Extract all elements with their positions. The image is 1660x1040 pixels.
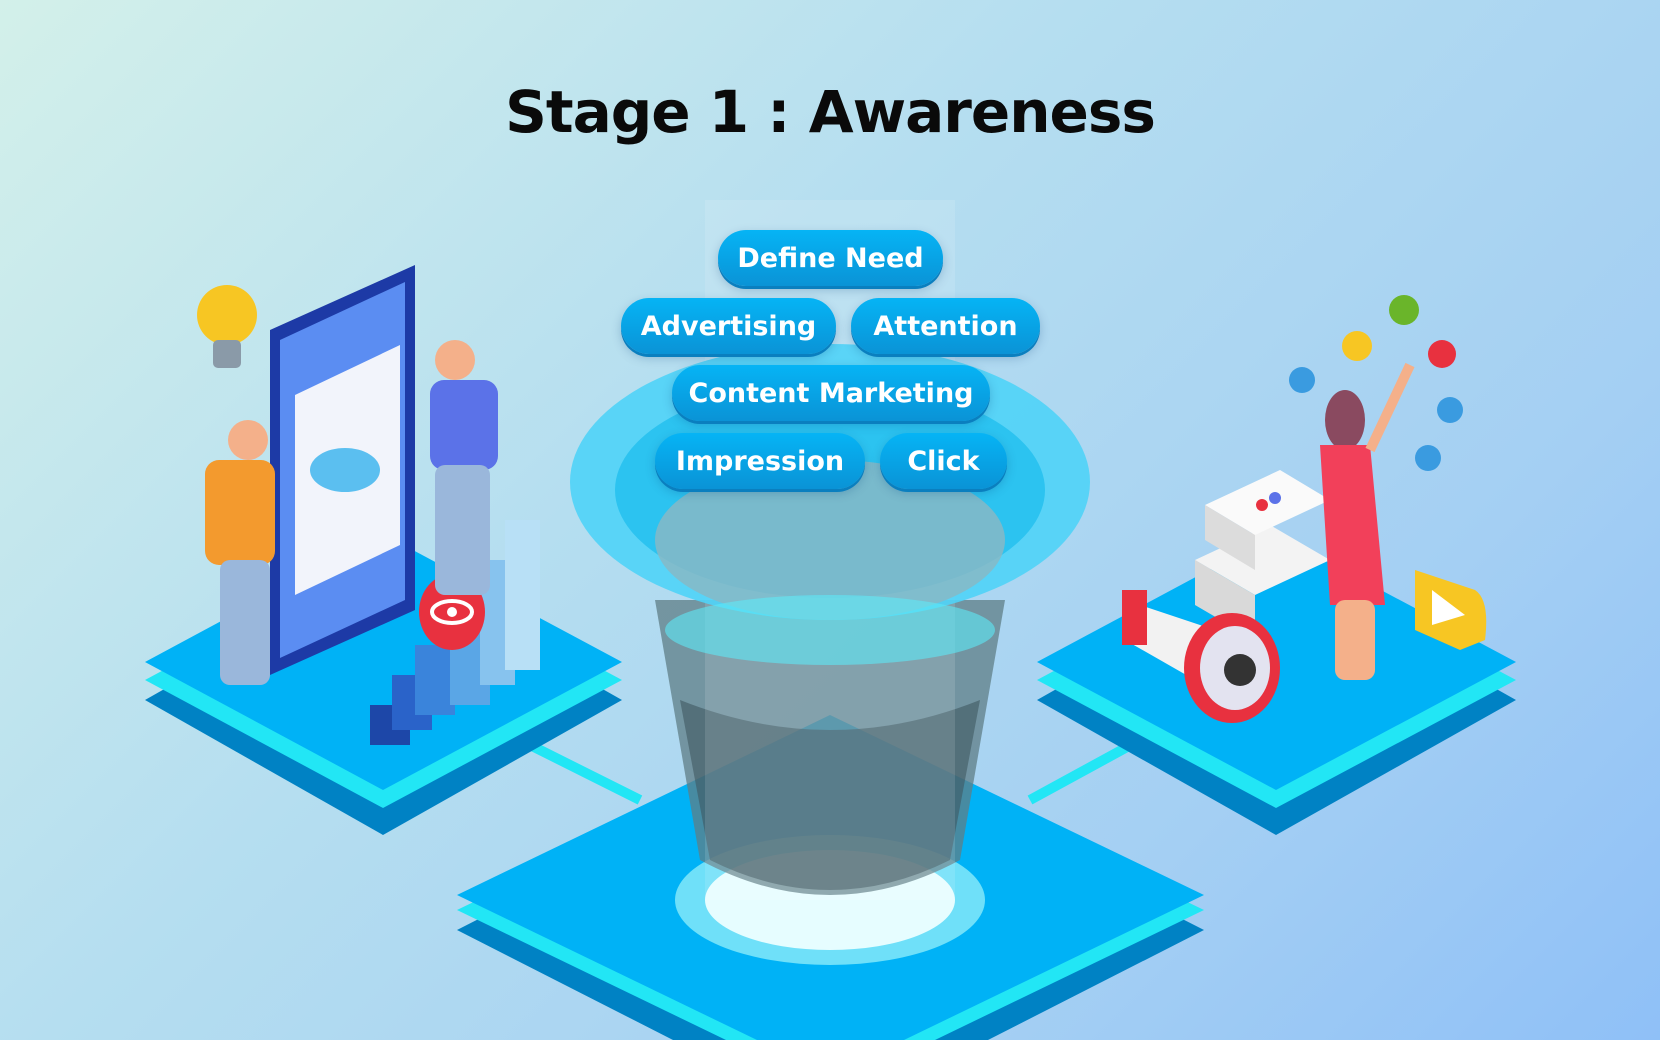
page-title: Stage 1 : Awareness — [505, 78, 1156, 146]
tag-click: Click — [880, 433, 1007, 489]
woman-figure — [205, 420, 275, 685]
tag-advertising: Advertising — [621, 298, 836, 354]
tag-impression: Impression — [655, 433, 865, 489]
phone-illustration — [270, 265, 415, 675]
woman-red-dress-figure — [1320, 362, 1415, 680]
play-button-icon — [1415, 570, 1487, 650]
social-icons — [1289, 295, 1463, 471]
man-figure — [430, 340, 498, 595]
megaphone-icon — [1122, 590, 1280, 723]
tag-content-marketing: Content Marketing — [672, 365, 990, 421]
connector-lines — [517, 735, 1143, 805]
bar-chart-icon — [370, 520, 540, 745]
tag-attention: Attention — [851, 298, 1040, 354]
lightbulb-icon — [197, 285, 257, 368]
tag-define-need: Define Need — [718, 230, 943, 286]
